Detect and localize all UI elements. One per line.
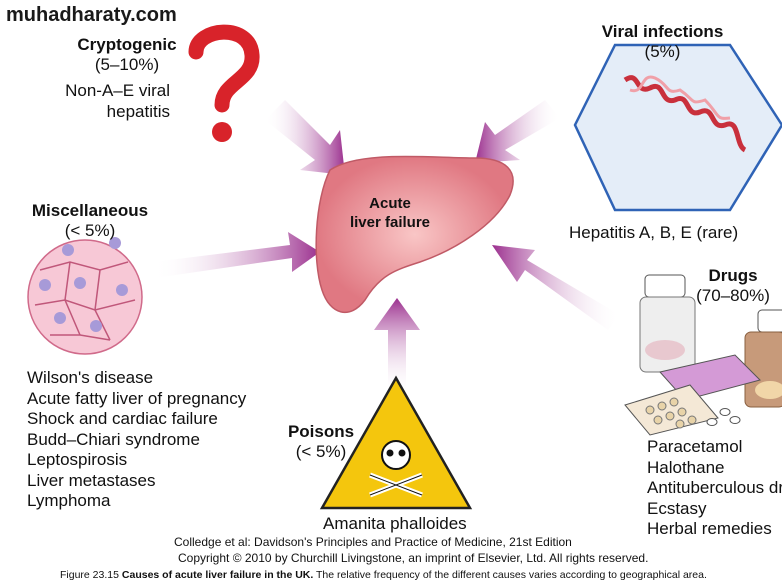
- cryptogenic-desc: Non-A–E viral hepatitis: [58, 81, 170, 122]
- viral-title: Viral infections: [601, 22, 724, 41]
- figure-caption: Figure 23.15 Causes of acute liver failu…: [60, 569, 707, 581]
- list-item: Budd–Chiari syndrome: [27, 429, 200, 449]
- drugs-title: Drugs: [708, 266, 758, 285]
- center-title-line2: liver failure: [349, 214, 431, 231]
- misc-label: Miscellaneous (< 5%): [15, 201, 165, 242]
- misc-pct: (< 5%): [64, 221, 116, 240]
- drugs-icon: [624, 274, 782, 436]
- list-item: Ecstasy: [647, 498, 707, 518]
- cryptogenic-label: Cryptogenic (5–10%): [52, 35, 202, 76]
- arrow-viral: [475, 100, 560, 163]
- drugs-label: Drugs (70–80%): [688, 266, 778, 307]
- misc-title: Miscellaneous: [31, 201, 149, 220]
- list-item: Leptospirosis: [27, 450, 128, 469]
- arrow-drugs: [492, 245, 620, 330]
- list-item: Shock and cardiac failure: [27, 409, 218, 428]
- citation-line2: Copyright © 2010 by Churchill Livingston…: [178, 551, 649, 565]
- cryptogenic-desc-line1: Non-A–E viral: [65, 81, 170, 100]
- list-item: Halothane: [647, 457, 725, 477]
- question-mark-icon: [188, 24, 260, 142]
- cryptogenic-title: Cryptogenic: [77, 35, 177, 54]
- liver-illustration: [315, 155, 514, 314]
- poison-warning-icon: [319, 375, 473, 510]
- viral-pct: (5%): [644, 42, 681, 61]
- center-title-line1: Acute: [369, 195, 411, 212]
- cryptogenic-pct: (5–10%): [94, 55, 160, 74]
- drugs-pct: (70–80%): [696, 286, 770, 305]
- list-item: Lymphoma: [27, 491, 111, 510]
- viral-desc: Hepatitis A, B, E (rare): [569, 223, 739, 242]
- poisons-title: Poisons: [287, 422, 355, 441]
- watermark: muhadharaty.com: [6, 4, 177, 26]
- caption-rest: The relative frequency of the different …: [316, 569, 707, 581]
- list-item: Herbal remedies: [647, 519, 772, 538]
- arrow-cryptogenic: [265, 100, 345, 175]
- list-item: Liver metastases: [27, 470, 156, 490]
- list-item: Antituberculous drugs: [647, 478, 782, 497]
- poisons-label: Poisons (< 5%): [280, 422, 362, 463]
- citation-line1: Colledge et al: Davidson's Principles an…: [174, 535, 572, 549]
- poisons-pct: (< 5%): [295, 442, 347, 461]
- arrow-misc: [153, 232, 320, 278]
- list-item: Wilson's disease: [27, 368, 154, 387]
- caption-bold: Causes of acute liver failure in the UK.: [121, 569, 314, 581]
- misc-list: Wilson's disease Acute fatty liver of pr…: [27, 368, 246, 512]
- drugs-list: Paracetamol Halothane Antituberculous dr…: [647, 437, 782, 540]
- liver-cells-icon: [27, 237, 143, 355]
- virus-hexagon-icon: [573, 43, 782, 212]
- arrow-poisons: [374, 298, 420, 395]
- viral-label: Viral infections (5%): [590, 22, 735, 63]
- caption-label: Figure 23.15: [60, 569, 119, 581]
- poisons-desc: Amanita phalloides: [323, 514, 467, 533]
- list-item: Acute fatty liver of pregnancy: [27, 388, 247, 408]
- list-item: Paracetamol: [647, 437, 743, 456]
- center-label: Acute liver failure: [335, 194, 445, 232]
- cryptogenic-desc-line2: hepatitis: [106, 101, 170, 121]
